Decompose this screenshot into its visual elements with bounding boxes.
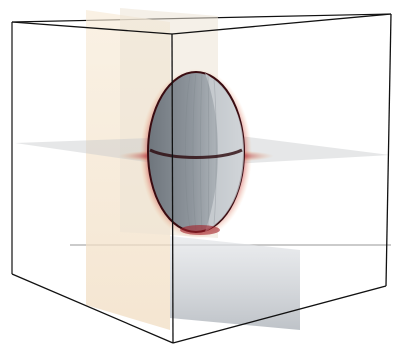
ellipsoid-striations — [185, 72, 217, 232]
equator-band — [149, 148, 243, 159]
ellipsoid-cut-face — [205, 73, 244, 232]
vertical-slice-plane-cool — [170, 236, 300, 330]
bottom-crescent-glow — [180, 225, 220, 235]
cube-front-edges — [11, 13, 392, 344]
